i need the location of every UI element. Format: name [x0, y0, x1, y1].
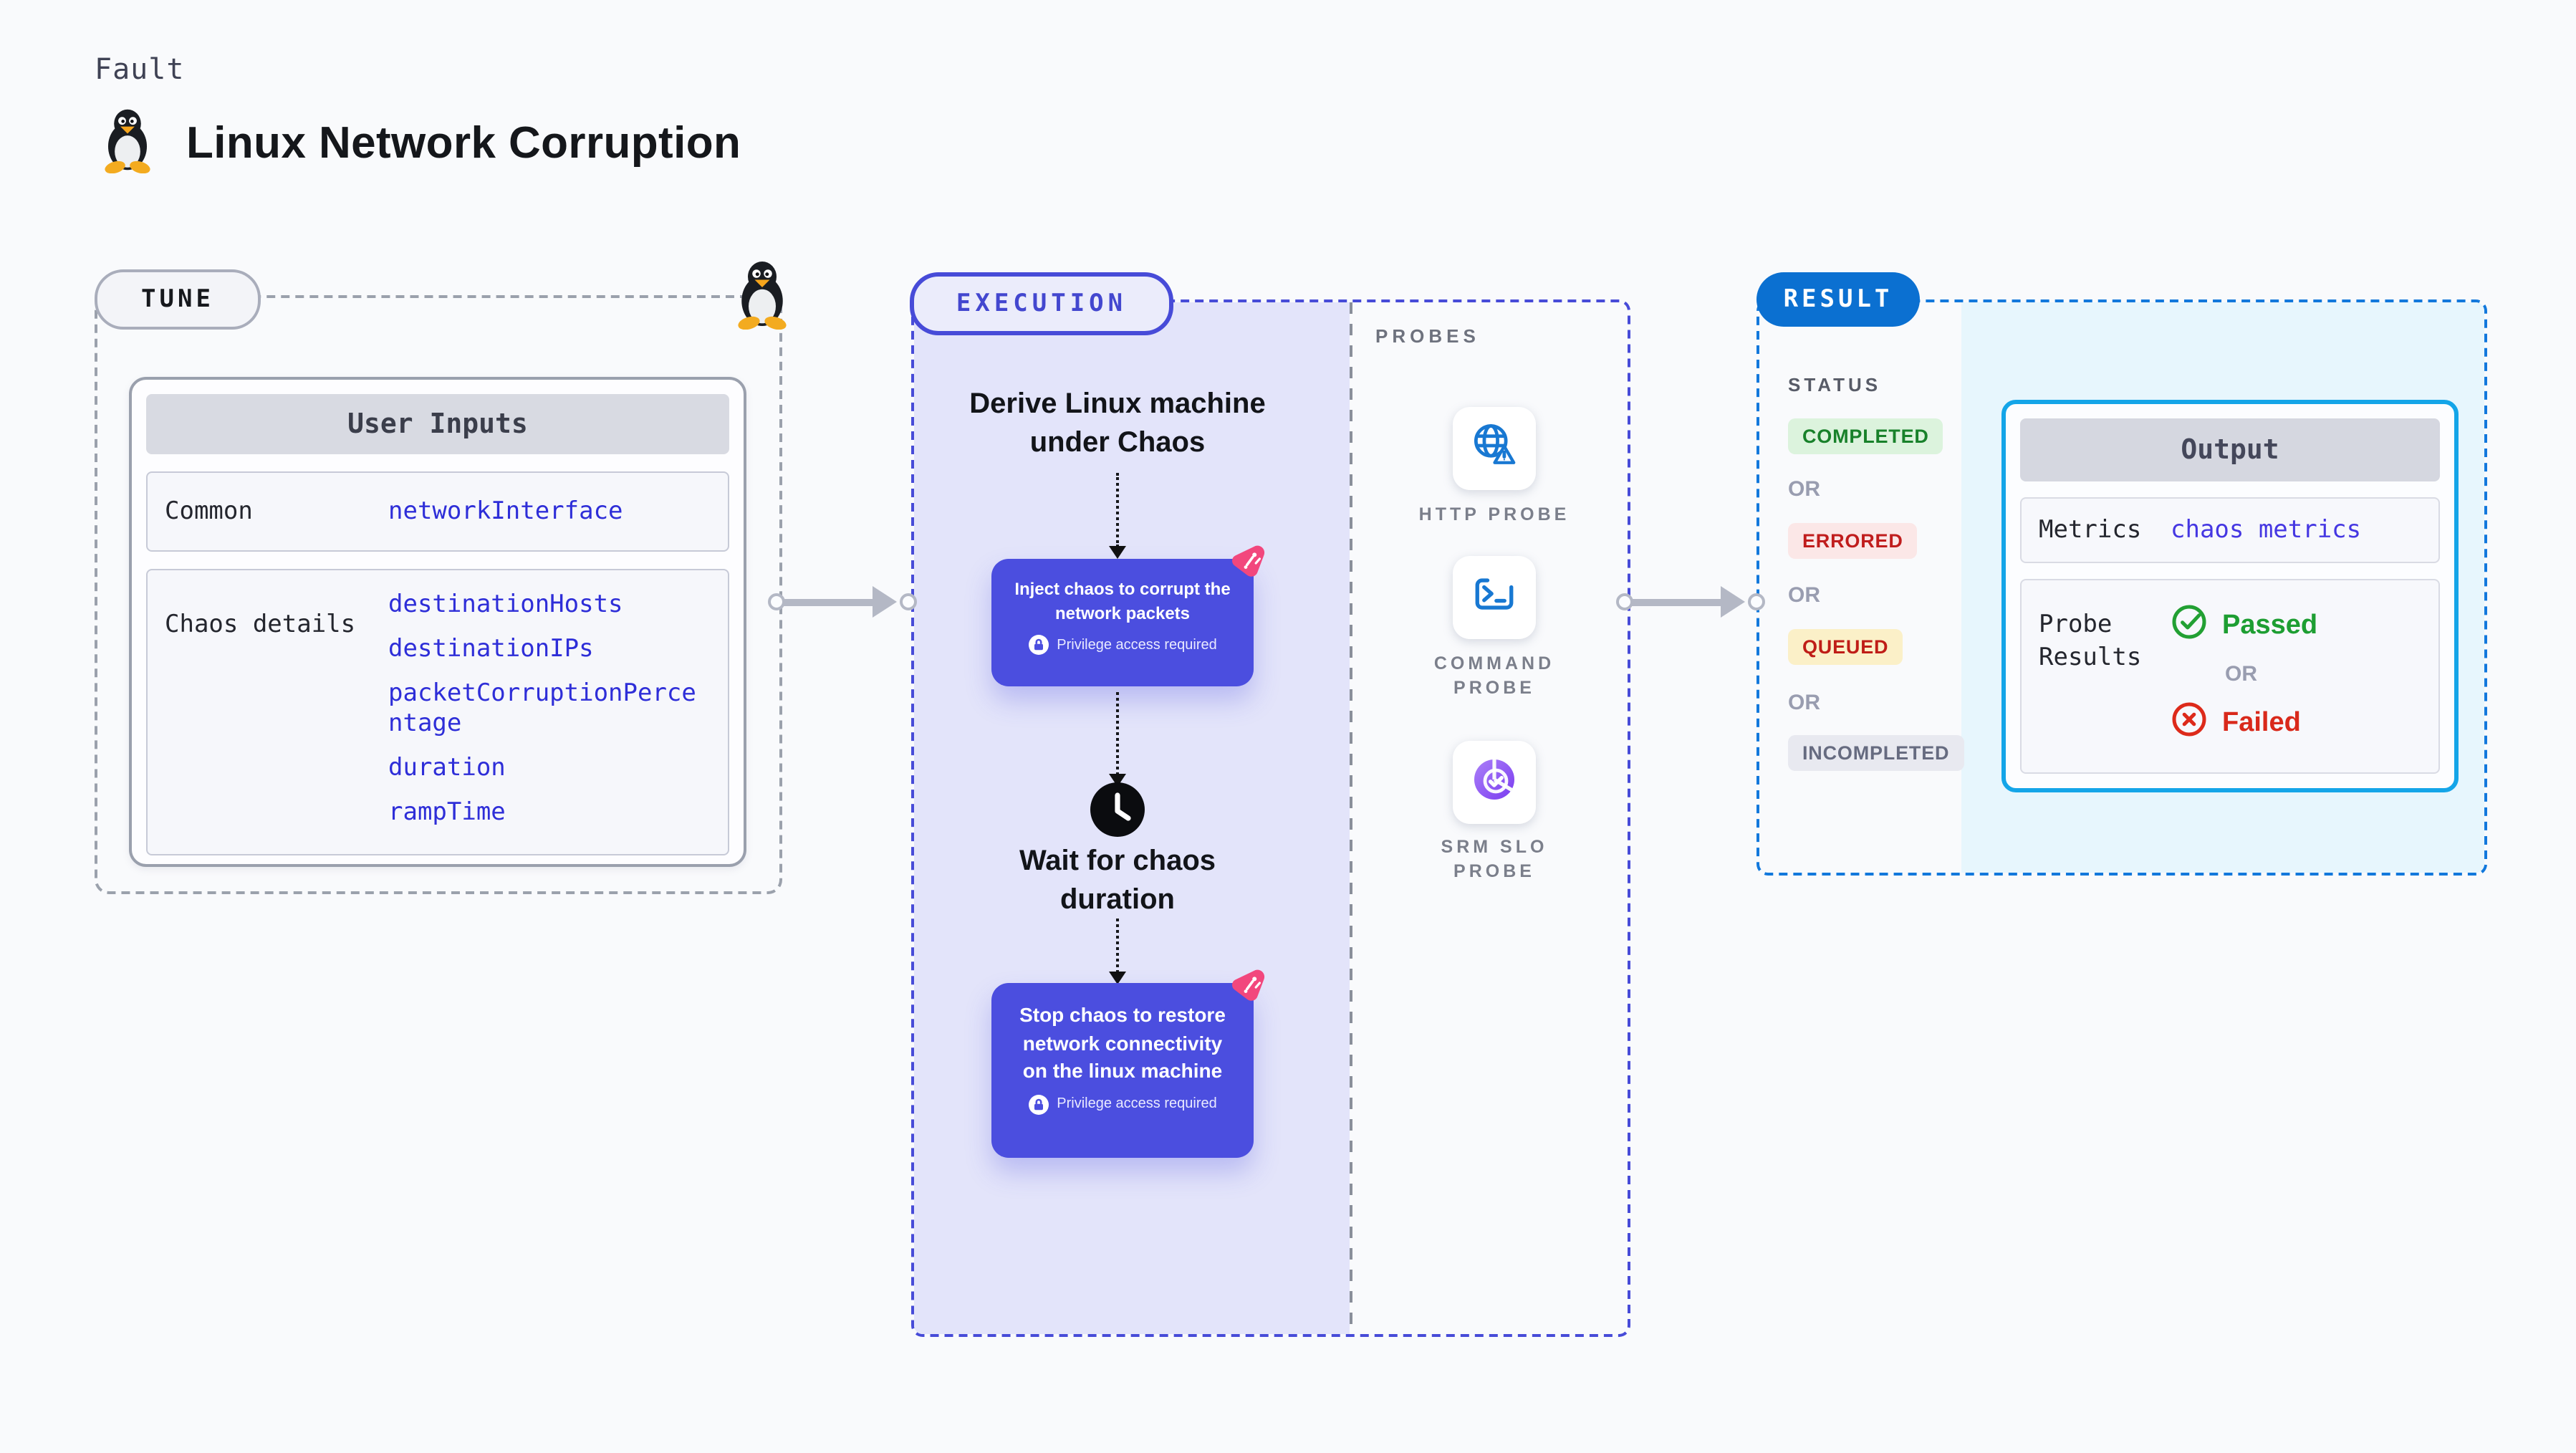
passed-line: Passed [2171, 603, 2438, 648]
slo-pie-check-icon [1466, 750, 1523, 815]
input-param[interactable]: networkInterface [388, 497, 623, 525]
probes-heading: PROBES [1375, 325, 1480, 347]
chaos-fault-icon [1229, 967, 1267, 1004]
status-heading: STATUS [1788, 374, 1882, 395]
connector-dot [1748, 593, 1765, 610]
lock-icon [1028, 635, 1049, 655]
output-card: Output Metrics chaos metrics Probe Resul… [2001, 400, 2459, 792]
flow-connector [1109, 692, 1126, 787]
probe-label: HTTP PROBE [1418, 504, 1570, 524]
execution-section: EXECUTION Derive Linux machine under Cha… [910, 272, 1630, 1337]
or-label: OR [1788, 583, 1820, 608]
failed-line: Failed [2171, 701, 2438, 745]
execution-to-result-arrow [1616, 585, 1765, 619]
connector-dot [900, 593, 917, 610]
input-param[interactable]: rampTime [388, 798, 506, 827]
result-section: RESULT STATUS COMPLETED OR ERRORED OR QU… [1756, 272, 2487, 876]
title-row: Linux Network Corruption [100, 106, 741, 181]
probe-results-row: Probe Results Passed OR Failed [2020, 579, 2440, 774]
fault-eyebrow: Fault [95, 52, 185, 86]
srm-slo-probe-card[interactable] [1453, 741, 1536, 824]
status-badge-queued: QUEUED [1788, 629, 1903, 665]
arrow-shaft [1630, 598, 1722, 605]
or-label: OR [2225, 662, 2257, 686]
failed-label: Failed [2222, 707, 2301, 737]
command-probe-card[interactable] [1453, 556, 1536, 639]
input-row-common: Common networkInterface [146, 471, 729, 552]
output-title: Output [2020, 418, 2440, 481]
probe-label: COMMAND PROBE [1433, 653, 1555, 697]
probes-separator [1350, 302, 1352, 1334]
input-param[interactable]: packetCorruptionPercentage [388, 679, 696, 738]
x-circle-icon [2171, 701, 2208, 745]
globe-warning-icon [1467, 418, 1522, 479]
status-badge-completed: COMPLETED [1788, 418, 1943, 454]
step-wait-label: Wait for chaos duration [1019, 845, 1216, 916]
probe-label: SRM SLO PROBE [1441, 837, 1548, 881]
metrics-value[interactable]: chaos metrics [2171, 516, 2362, 545]
status-badge-errored: ERRORED [1788, 523, 1918, 559]
probes-panel: PROBES HTTP PROBE COMMAND PROBE SRM SLO … [1352, 302, 1628, 1334]
tux-linux-icon [734, 258, 791, 337]
metrics-row: Metrics chaos metrics [2020, 497, 2440, 563]
http-probe-card[interactable] [1453, 407, 1536, 490]
tune-to-execution-arrow [768, 585, 917, 619]
tune-pill[interactable]: TUNE [95, 269, 261, 330]
status-badge-incompleted: INCOMPLETED [1788, 735, 1964, 771]
result-pill[interactable]: RESULT [1756, 272, 1920, 327]
terminal-icon [1467, 567, 1522, 628]
step-stop-chaos[interactable]: Stop chaos to restore network connectivi… [991, 968, 1266, 1158]
arrow-head [1721, 586, 1745, 618]
check-circle-icon [2171, 603, 2208, 648]
or-label: OR [1788, 477, 1820, 502]
arrow-shaft [782, 598, 874, 605]
metrics-label: Metrics [2039, 515, 2142, 544]
flow-connector [1109, 473, 1126, 559]
clock-icon [1089, 781, 1146, 845]
arrow-head [873, 586, 897, 618]
input-param[interactable]: destinationHosts [388, 590, 623, 619]
flow-connector [1109, 919, 1126, 984]
user-inputs-card: User Inputs Common networkInterface Chao… [129, 377, 746, 867]
input-row-label: Common [165, 497, 253, 526]
input-param[interactable]: destinationIPs [388, 635, 594, 663]
execution-pill[interactable]: EXECUTION [910, 272, 1173, 335]
tux-linux-icon [100, 106, 155, 181]
step-title: Stop chaos to restore network connectivi… [1019, 1003, 1226, 1082]
step-derive-label: Derive Linux machine under Chaos [969, 388, 1266, 459]
user-inputs-title: User Inputs [146, 394, 729, 454]
input-row-label: Chaos details [165, 610, 356, 639]
or-label: OR [1788, 691, 1820, 715]
privilege-note: Privilege access required [1057, 1096, 1217, 1112]
page-title: Linux Network Corruption [186, 118, 741, 168]
passed-label: Passed [2222, 610, 2318, 640]
lock-icon [1028, 1094, 1049, 1114]
step-title: Inject chaos to corrupt the network pack… [1014, 579, 1231, 623]
privilege-note: Privilege access required [1057, 637, 1217, 653]
chaos-fault-icon [1229, 543, 1267, 580]
input-row-chaos-details: Chaos details destinationHosts destinati… [146, 569, 729, 855]
tune-section: TUNE User Inputs Common networkInterface… [95, 262, 788, 894]
probe-results-label: Probe Results [2039, 610, 2142, 672]
input-param[interactable]: duration [388, 754, 506, 782]
step-inject-chaos[interactable]: Inject chaos to corrupt the network pack… [991, 544, 1266, 686]
